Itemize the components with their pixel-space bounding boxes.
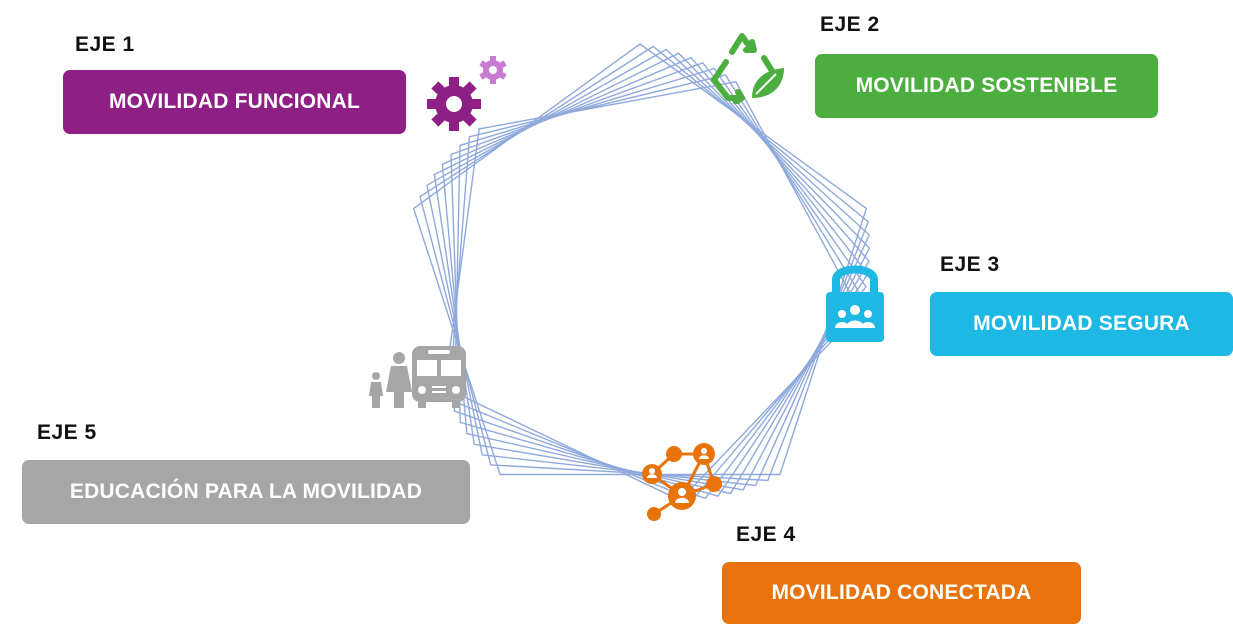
eje-5-title: EJE 5 (37, 421, 97, 444)
eje-1-label-box[interactable]: MOVILIDAD FUNCIONAL (63, 70, 406, 134)
padlock-people-icon (826, 265, 884, 342)
gears-icon (427, 56, 507, 131)
eje-2-label-box[interactable]: MOVILIDAD SOSTENIBLE (815, 54, 1158, 118)
ring-pentagon (450, 61, 869, 498)
eje-2-title: EJE 2 (820, 13, 880, 36)
eje-3-label-box[interactable]: MOVILIDAD SEGURA (930, 292, 1233, 356)
bus-family-icon (369, 346, 466, 408)
ring-pentagon (441, 56, 870, 495)
eje-3-title: EJE 3 (940, 253, 1000, 276)
eje-5-label-box[interactable]: EDUCACIÓN PARA LA MOVILIDAD (22, 460, 470, 524)
ring-pentagon (453, 67, 867, 500)
recycle-leaf-icon (711, 33, 784, 104)
eje-4-label-box[interactable]: MOVILIDAD CONECTADA (722, 562, 1081, 624)
eje-1-title: EJE 1 (75, 33, 135, 56)
network-people-icon (642, 443, 722, 521)
eje-4-title: EJE 4 (736, 523, 796, 546)
ring-pentagon (443, 81, 861, 502)
ring-pentagon (448, 74, 865, 501)
